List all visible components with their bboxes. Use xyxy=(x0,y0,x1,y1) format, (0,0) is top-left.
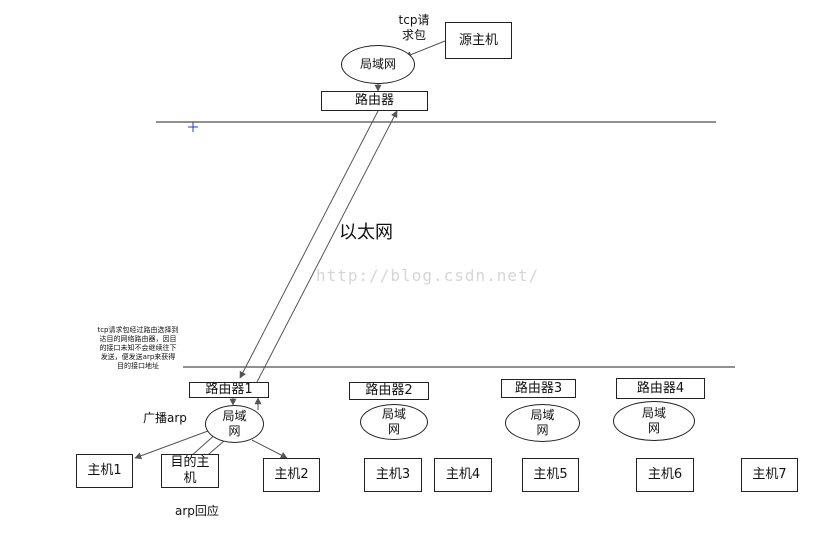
router-4-node: 路由器4 xyxy=(616,378,705,399)
cursor-crosshair-icon xyxy=(188,122,198,132)
arp-explanation-note: tcp请求包经过路由选择到 达目的网络路由器，因目 的接口未知不会继续往下 发送… xyxy=(97,326,179,370)
lan-3-node: 局域 网 xyxy=(505,404,580,442)
lan-4-node: 局域 网 xyxy=(613,401,695,441)
lan-2-node: 局域 网 xyxy=(360,404,428,440)
arp-reply-label: arp回应 xyxy=(175,504,219,518)
lan-1-node: 局域 网 xyxy=(205,405,264,443)
host-6-node: 主机6 xyxy=(636,458,694,492)
arrow-router-to-router1 xyxy=(239,110,379,379)
ethernet-label: 以太网 xyxy=(339,222,393,243)
router-2-node: 路由器2 xyxy=(349,382,429,400)
router-3-node: 路由器3 xyxy=(501,379,576,398)
top-router-node: 路由器 xyxy=(321,91,428,111)
host-4-node: 主机4 xyxy=(434,458,492,492)
tcp-request-label: tcp请 求包 xyxy=(398,13,430,42)
host-1-node: 主机1 xyxy=(76,454,133,488)
arrow-router1-to-router xyxy=(256,110,398,383)
host-2-node: 主机2 xyxy=(263,458,320,492)
broadcast-arp-label: 广播arp xyxy=(143,411,187,425)
arrow-lan1-to-host1 xyxy=(134,430,209,460)
router-1-node: 路由器1 xyxy=(189,382,269,398)
host-7-node: 主机7 xyxy=(741,458,798,492)
source-host-node: 源主机 xyxy=(445,22,512,59)
top-lan-node: 局域网 xyxy=(341,45,415,84)
arrow-source-to-lan xyxy=(404,40,446,58)
destination-host-node: 目的主 机 xyxy=(161,454,219,488)
arrow-lan1-to-host2 xyxy=(251,439,288,459)
watermark-text: http://blog.csdn.net/ xyxy=(316,266,540,285)
host-3-node: 主机3 xyxy=(364,458,422,492)
host-5-node: 主机5 xyxy=(522,458,579,492)
